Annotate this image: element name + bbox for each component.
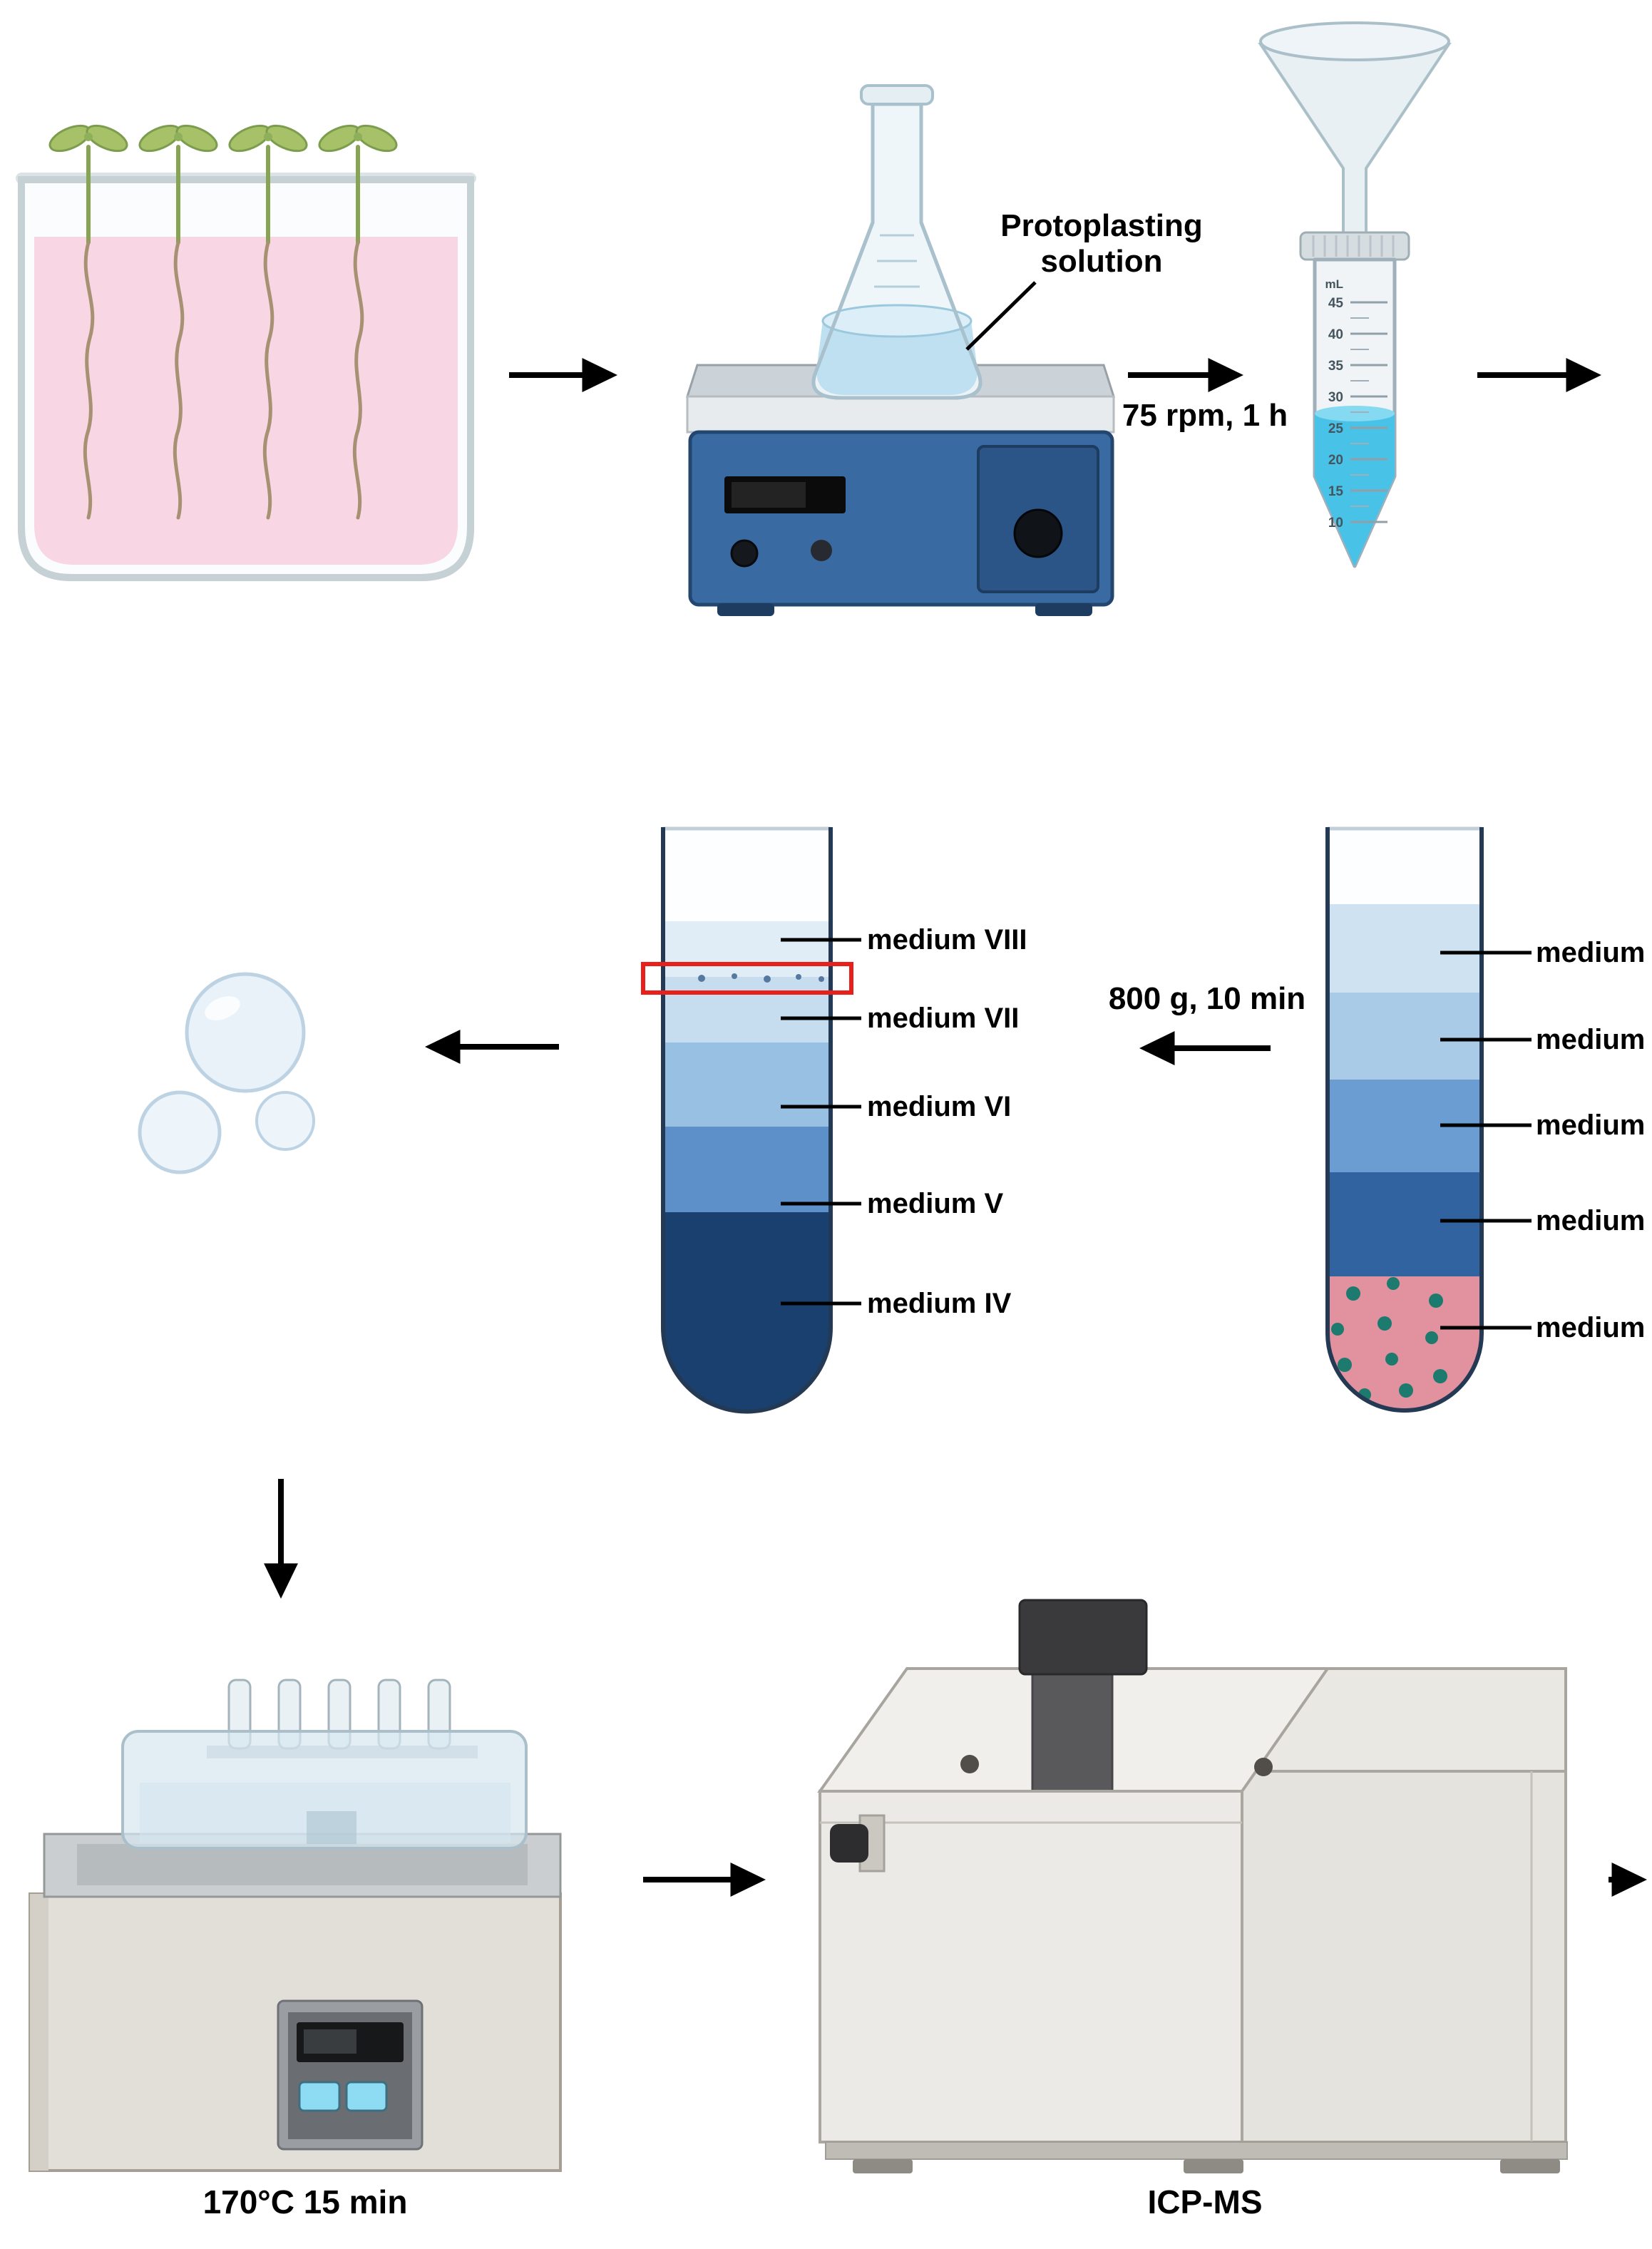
tube-after-layers [663, 921, 831, 1412]
shaker-knob-left [730, 539, 759, 568]
centrifugation-condition-label: 800 g, 10 min [1108, 981, 1306, 1016]
shaking-condition-label: 75 rpm, 1 h [1122, 398, 1288, 433]
lid-handle [307, 1811, 356, 1844]
flask-mouth [860, 84, 934, 106]
control-panel [277, 1999, 424, 2151]
water-bath-opening [77, 1844, 528, 1885]
falcon-cap-ribs [1312, 235, 1395, 257]
shaker-speed-knob [1013, 508, 1063, 558]
svg-text:20: 20 [1328, 453, 1343, 468]
icpms-right-front [1241, 1770, 1567, 2143]
icpms-label: ICP-MS [1147, 2183, 1263, 2220]
medium-vi-label: medium VI [867, 1091, 1012, 1122]
shaker-foot-right [1035, 603, 1092, 616]
medium-label-before-2: medium [1536, 1024, 1646, 1055]
svg-text:40: 40 [1328, 327, 1343, 342]
falcon-scale: mL 45 40 35 30 25 20 15 10 [1325, 277, 1387, 531]
medium-iv-label: medium IV [867, 1288, 1012, 1319]
tube-before-layers [1328, 904, 1482, 1410]
protoplast-band-dots [698, 973, 824, 983]
protoplasting-pointer-line [965, 281, 1037, 351]
icpms-side-knob [830, 1824, 868, 1863]
water-bath [29, 1679, 562, 2172]
medium-v-label: medium V [867, 1188, 1004, 1219]
filter-funnel [1258, 21, 1452, 238]
tube-after-outline [661, 827, 833, 1414]
icp-ms-instrument [817, 1599, 1568, 2173]
gradient-tube-after [641, 826, 861, 1414]
panel-button-left [298, 2081, 341, 2112]
protoplast-band-highlight-box [641, 962, 853, 995]
seedling-beaker [16, 121, 476, 581]
svg-text:45: 45 [1328, 296, 1344, 311]
svg-text:10: 10 [1328, 516, 1343, 531]
svg-text:15: 15 [1328, 484, 1344, 499]
funnel-rim [1259, 21, 1450, 61]
tube-after-label-lines [781, 938, 861, 1306]
panel-button-right [345, 2081, 388, 2112]
svg-text:30: 30 [1328, 390, 1343, 405]
flask-liquid-surface [821, 304, 973, 338]
protoplasting-solution-label: Protoplasting solution [1000, 208, 1203, 280]
falcon-unit-label: mL [1325, 277, 1344, 291]
shaker-foot-left [717, 603, 774, 616]
icpms-top-knob [1018, 1599, 1148, 1676]
water-bath-lid [121, 1730, 528, 1850]
tube-before-outline [1325, 827, 1484, 1413]
svg-text:25: 25 [1328, 421, 1344, 436]
medium-vii-label: medium VII [867, 1003, 1020, 1034]
icpms-bolt-left [960, 1755, 979, 1773]
cell-dots [1331, 1277, 1447, 1401]
falcon-tube: mL 45 40 35 30 25 20 15 10 [1299, 231, 1410, 568]
icpms-bolt-right [1254, 1758, 1273, 1776]
flask-graduations [874, 234, 920, 288]
medium-label-before-4: medium [1536, 1205, 1646, 1236]
shaker-display-screen [732, 482, 806, 508]
icpms-base [825, 2141, 1568, 2160]
icpms-left-front [819, 1790, 1243, 2143]
gradient-tube-before [1325, 826, 1532, 1413]
shaker-knob-right [811, 540, 832, 561]
svg-text:35: 35 [1328, 359, 1344, 374]
flask-liquid [816, 321, 978, 395]
medium-label-before-1: medium [1536, 937, 1646, 968]
icpms-feet [853, 2159, 1560, 2173]
protoplasts [138, 972, 315, 1174]
icpms-torch-column [1031, 1673, 1114, 1794]
funnel-cone [1258, 43, 1452, 238]
medium-label-before-3: medium [1536, 1110, 1646, 1141]
flask-outline [811, 104, 983, 400]
shaker-platform-front [686, 395, 1115, 434]
protoplast-large [185, 972, 306, 1093]
protoplast-medium [138, 1090, 222, 1174]
growth-medium-liquid [34, 237, 458, 565]
falcon-liquid-surface [1315, 406, 1395, 421]
orbital-shaker [685, 364, 1116, 616]
medium-viii-label: medium VIII [867, 924, 1027, 956]
beaker-outline [18, 180, 474, 581]
tube-before-label-lines [1440, 951, 1532, 1330]
medium-label-before-5: medium [1536, 1312, 1646, 1343]
erlenmeyer-flask [811, 84, 1037, 400]
water-bath-condition-label: 170°C 15 min [202, 2183, 408, 2220]
protoplast-small [255, 1091, 315, 1151]
